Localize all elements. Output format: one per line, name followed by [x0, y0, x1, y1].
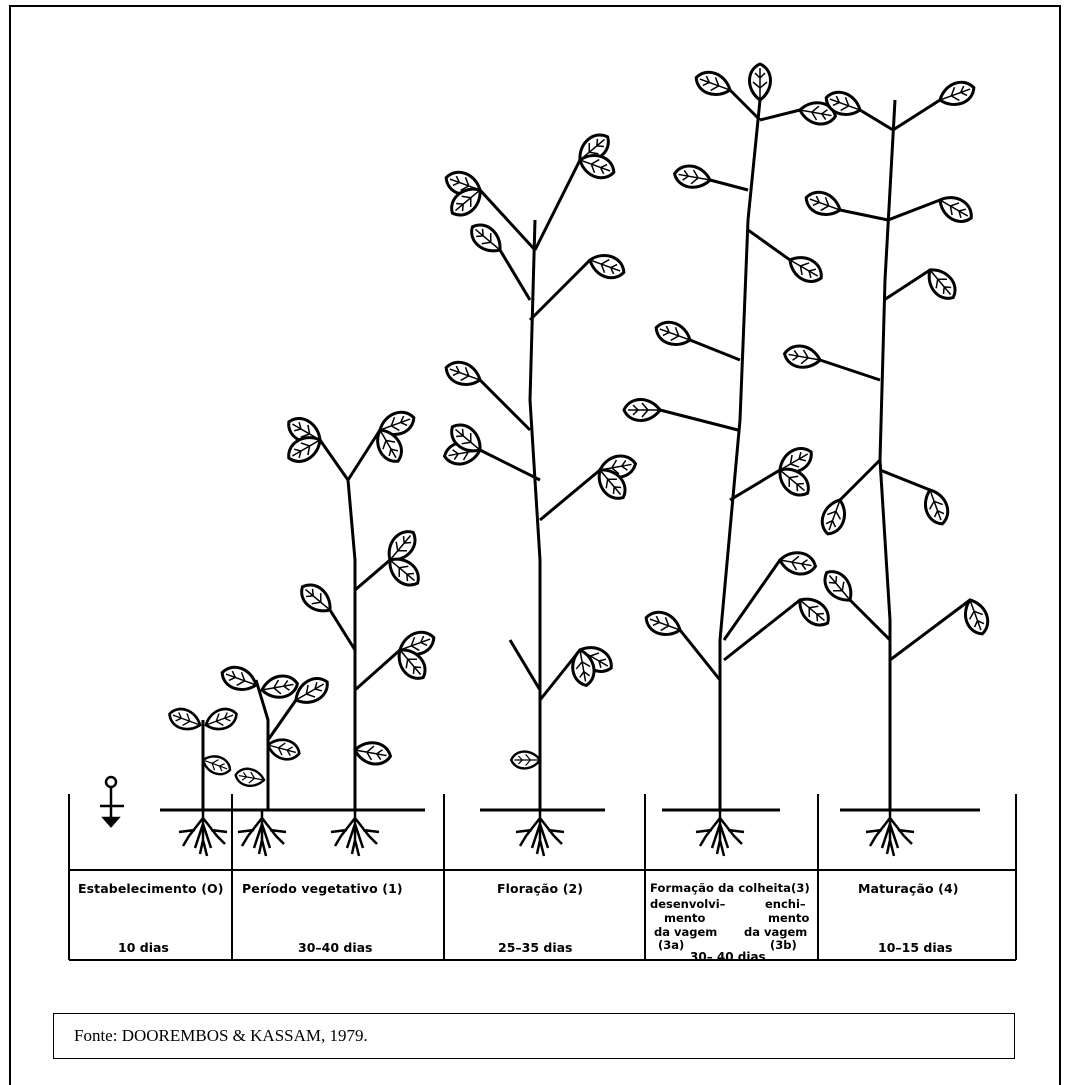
plant-stage2 [443, 129, 638, 856]
stage-3a-line2: mento [664, 911, 705, 925]
stage-2-duration: 25–35 dias [498, 940, 573, 955]
plant-stage3 [624, 64, 837, 856]
stage-2-label: Floração (2) [497, 881, 583, 896]
plant-stage1-large [284, 408, 438, 856]
plant-seedling [100, 777, 124, 826]
stage-3a-line1: desenvolvi– [650, 897, 725, 911]
source-caption-box: Fonte: DOOREMBOS & KASSAM, 1979. [53, 1013, 1015, 1059]
stage-3-label: Formação da colheita(3) [650, 881, 810, 895]
plant-stage1-small [219, 663, 333, 856]
stage-0-duration: 10 dias [118, 940, 169, 955]
stage-3a-line4: (3a) [658, 938, 684, 952]
stage-4-label: Maturação (4) [858, 881, 959, 896]
stage-1-duration: 30–40 dias [298, 940, 373, 955]
stage-4-duration: 10–15 dias [878, 940, 953, 955]
stage-table [69, 794, 1016, 960]
stage-3-duration: 30– 40 dias [690, 950, 766, 964]
stage-3b-line1: enchi– [765, 897, 806, 911]
stage-3b-line2: mento [768, 911, 809, 925]
stage-1-label: Período vegetativo (1) [242, 881, 403, 896]
stage-3b-line4: (3b) [770, 938, 797, 952]
stage-3a-line3: da vagem [654, 925, 717, 939]
stage-0-label: Estabelecimento (O) [78, 881, 224, 896]
source-caption: Fonte: DOOREMBOS & KASSAM, 1979. [74, 1026, 368, 1046]
plant-stage0 [166, 705, 239, 856]
plant-stage4 [783, 78, 992, 856]
stage-3b-line3: da vagem [744, 925, 807, 939]
